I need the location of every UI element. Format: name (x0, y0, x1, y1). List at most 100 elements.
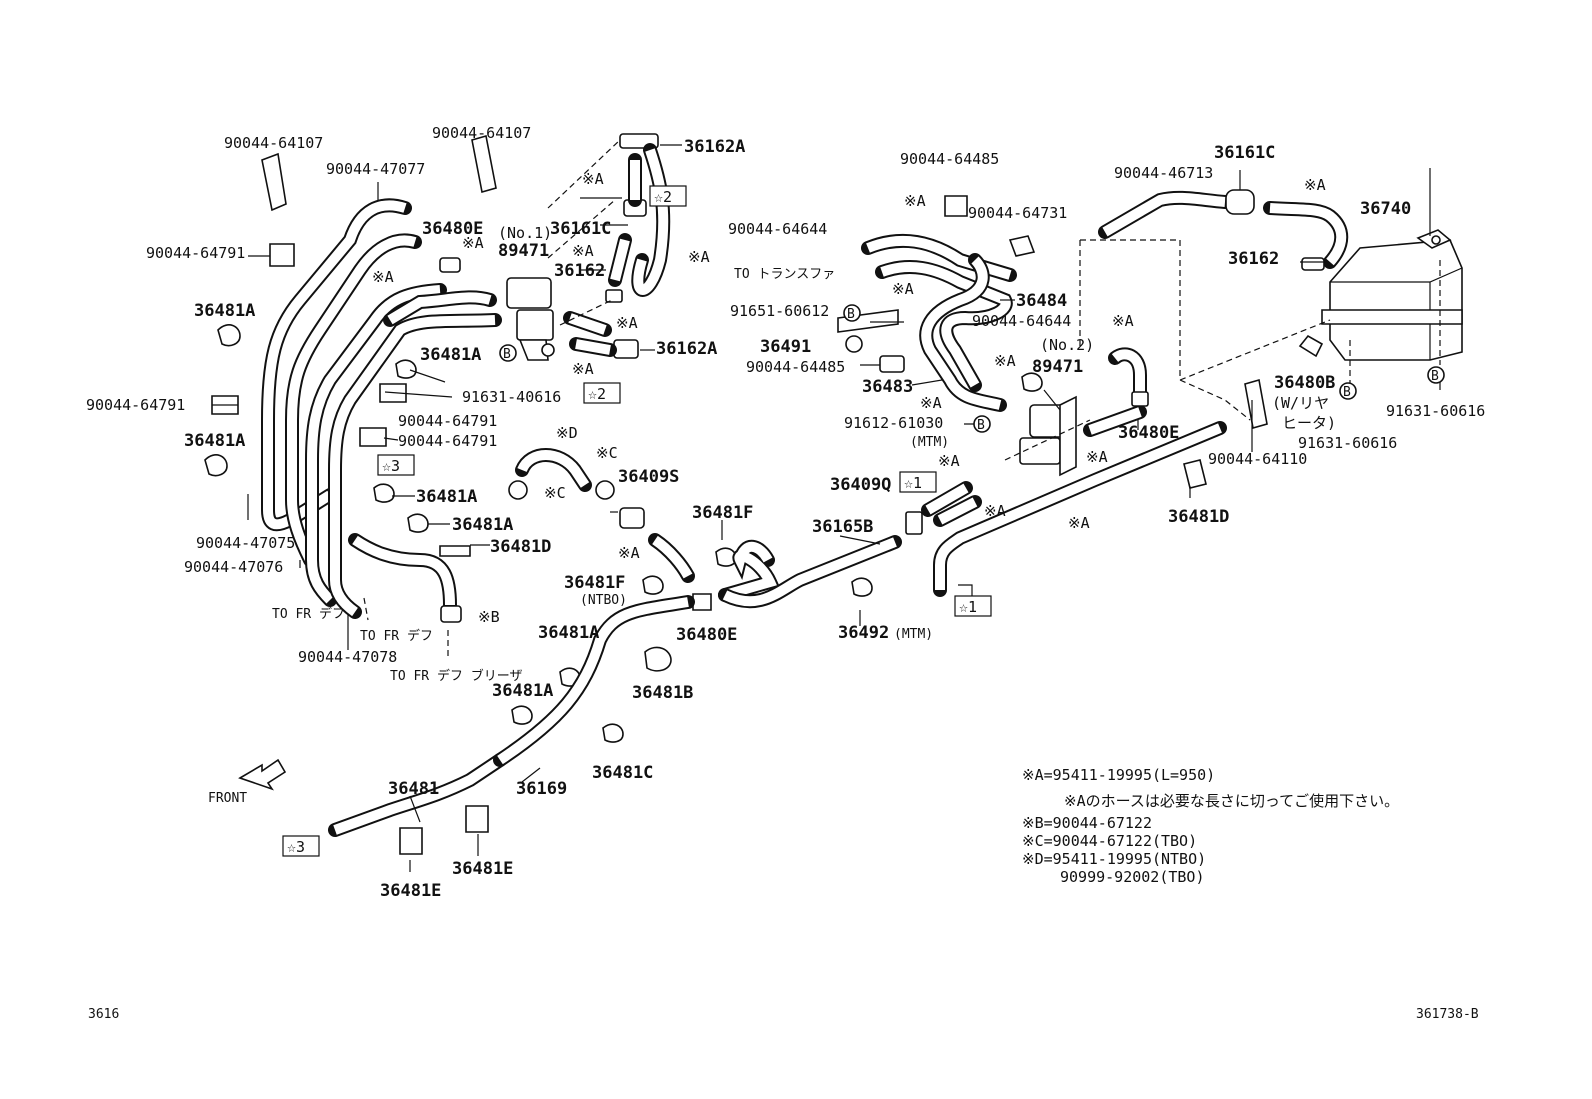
notes-block: ※A=95411-19995(L=950) ※Aのホースは必要な長さに切ってご使… (1022, 766, 1399, 886)
label-mtm-1: (MTM) (910, 435, 949, 450)
label-36481A-4: 36481A (416, 487, 477, 507)
label-36162-2: 36162 (1228, 249, 1279, 269)
mark-c-2: ※C (544, 484, 566, 502)
valve-assembly-no1 (439, 133, 671, 361)
label-36481A-6: 36481A (538, 623, 599, 643)
label-36481A-3: 36481A (184, 431, 245, 451)
mark-a-6: ※A (616, 314, 638, 332)
label-to-transfer: TO トランスファ (734, 267, 835, 282)
label-90044-64110: 90044-64110 (1208, 450, 1307, 468)
mark-a-10: ※A (892, 280, 914, 298)
label-36409Q: 36409Q (830, 475, 891, 495)
circ-b-1: B (503, 347, 511, 362)
mark-a-4: ※A (688, 248, 710, 266)
label-90044-46713: 90044-46713 (1114, 164, 1213, 182)
mark-a-3: ※A (572, 242, 594, 260)
label-90044-47078: 90044-47078 (298, 648, 397, 666)
label-36162-1: 36162 (554, 261, 605, 281)
label-90044-64791-c: 90044-64791 (398, 412, 497, 430)
star3-upper: ☆3 (382, 457, 400, 475)
mark-a-1: ※A (582, 170, 604, 188)
left-hose-bundle (261, 198, 502, 623)
note-c-def: ※C=90044-67122(TBO) (1022, 832, 1197, 850)
mark-a-14: ※A (984, 502, 1006, 520)
label-36481B: 36481B (632, 683, 693, 703)
mark-a-8: ※A (618, 544, 640, 562)
label-36481E-1: 36481E (380, 881, 441, 901)
label-90044-64791-b: 90044-64791 (86, 396, 185, 414)
label-90044-64644-b: 90044-64644 (972, 312, 1071, 330)
label-36492: 36492 (838, 623, 889, 643)
mark-a-13: ※A (938, 452, 960, 470)
charcoal-canister-36740 (1098, 189, 1463, 361)
part-labels: 90044-64107 90044-64107 90044-47077 3616… (86, 124, 1485, 901)
circled-b-markers: B B B B B (499, 304, 1445, 433)
long-bottom-hose (328, 595, 695, 837)
circ-b-2: B (847, 307, 855, 322)
mark-a-12: ※A (994, 352, 1016, 370)
front-arrow-icon: FRONT (208, 758, 287, 806)
label-mtm-2: (MTM) (894, 627, 933, 642)
label-36481A-1: 36481A (194, 301, 255, 321)
label-36480E-2: 36480E (676, 625, 737, 645)
circ-b-5: B (1431, 369, 1439, 384)
label-91631-60616-b: 91631-60616 (1298, 434, 1397, 452)
label-36483: 36483 (862, 377, 913, 397)
label-90044-47076: 90044-47076 (184, 558, 283, 576)
label-90044-64107-a: 90044-64107 (224, 134, 323, 152)
label-90044-64485-b: 90044-64485 (746, 358, 845, 376)
label-36169: 36169 (516, 779, 567, 799)
star1-upper: ☆1 (904, 474, 922, 492)
clip-parts-left (204, 134, 497, 557)
leader-lines (212, 144, 1441, 872)
right-long-hose (933, 378, 1268, 597)
label-w-rear-1: (W/リヤ (1272, 394, 1329, 412)
mark-a-2: ※A (462, 234, 484, 252)
transfer-hoses (837, 195, 1036, 412)
label-36481E-2: 36481E (452, 859, 513, 879)
footer-right-code: 361738-B (1416, 1007, 1479, 1022)
star2-bottom: ☆2 (588, 385, 606, 403)
label-90044-64107-b: 90044-64107 (432, 124, 531, 142)
front-label: FRONT (208, 791, 247, 806)
label-to-fr-def-1: TO FR デフ (272, 606, 345, 622)
label-91612-61030: 91612-61030 (844, 414, 943, 432)
label-90044-47075: 90044-47075 (196, 534, 295, 552)
mark-a-11: ※A (920, 394, 942, 412)
label-90044-64644-a: 90044-64644 (728, 220, 827, 238)
mark-a-9: ※A (904, 192, 926, 210)
middle-parts (399, 448, 737, 855)
label-no2: (No.2) (1040, 336, 1094, 354)
label-90044-64731: 90044-64731 (968, 204, 1067, 222)
label-36481D-1: 36481D (490, 537, 551, 557)
label-91631-40616: 91631-40616 (462, 388, 561, 406)
circ-b-3: B (977, 418, 985, 433)
label-to-fr-def-2: TO FR デフ (360, 628, 433, 644)
label-36484: 36484 (1016, 291, 1067, 311)
label-36409S: 36409S (618, 467, 679, 487)
label-w-rear-2: ヒータ) (1282, 414, 1336, 432)
label-36161C-2: 36161C (1214, 143, 1275, 163)
label-no1: (No.1) (498, 224, 552, 242)
note-a-cut: ※Aのホースは必要な長さに切ってご使用下さい。 (1064, 792, 1399, 810)
label-90044-64791-a: 90044-64791 (146, 244, 245, 262)
note-b-def: ※B=90044-67122 (1022, 814, 1152, 832)
label-36481A-5: 36481A (452, 515, 513, 535)
center-hose-36165B (718, 481, 982, 609)
label-36480E-1: 36480E (422, 219, 483, 239)
label-36481D-2: 36481D (1168, 507, 1229, 527)
label-91631-60616-a: 91631-60616 (1386, 402, 1485, 420)
mark-d-1: ※D (556, 424, 578, 442)
star2-top: ☆2 (654, 188, 672, 206)
note-d-def: ※D=95411-19995(NTBO) (1022, 850, 1206, 868)
label-36161C-1: 36161C (550, 219, 611, 239)
label-90044-47077: 90044-47077 (326, 160, 425, 178)
mark-a-7: ※A (572, 360, 594, 378)
note-d-alt: 90999-92002(TBO) (1060, 868, 1205, 886)
mark-a-18: ※A (1068, 514, 1090, 532)
label-90044-64791-d: 90044-64791 (398, 432, 497, 450)
valve-assembly-no2 (1004, 347, 1149, 477)
label-89471-2: 89471 (1032, 357, 1083, 377)
label-89471-1: 89471 (498, 241, 549, 261)
